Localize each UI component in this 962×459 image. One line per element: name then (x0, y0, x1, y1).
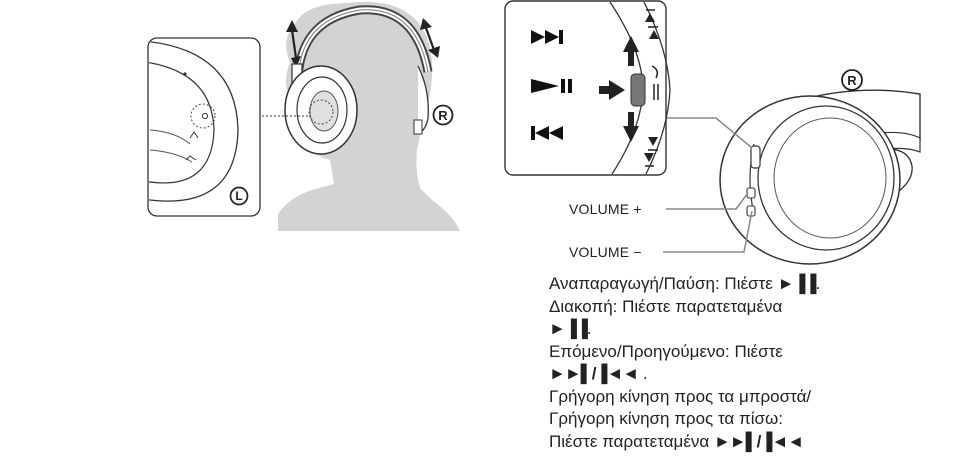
left-marker-text: L (235, 189, 242, 203)
headband-adjust-arrows (286, 18, 440, 68)
head-silhouette (278, 1, 460, 232)
right-marker-text: R (438, 108, 448, 123)
play-pause-icon (531, 79, 572, 93)
right-marker-inset-text: R (847, 73, 857, 88)
instruction-line: Γρήγορη κίνηση προς τα μπροστά/ (549, 386, 812, 406)
left-marker-icon (229, 186, 249, 206)
instruction-line: Επόμενο/Προηγούμενο: Πιέστε (549, 341, 783, 361)
instruction-line: ►►▌/▐◄◄ . (549, 364, 648, 383)
right-earcup-detail (719, 89, 921, 265)
instruction-line: Αναπαραγωγή/Παύση: Πιέστε ►▐▐. (549, 274, 821, 293)
instructions-text: Αναπαραγωγή/Παύση: Πιέστε ►▐▐. Διακοπή: … (549, 273, 949, 453)
instruction-line: ►▐▐. (549, 319, 592, 338)
right-earcup (413, 65, 429, 135)
right-marker-icon (432, 104, 454, 126)
instruction-line: Γρήγορη κίνηση προς τα πίσω: (549, 409, 783, 428)
left-earcup (284, 63, 358, 155)
volume-plus-leader (666, 192, 749, 210)
right-marker-inset-icon (841, 69, 863, 91)
previous-track-icon (531, 126, 563, 140)
volume-plus-label: VOLUME + (569, 201, 642, 217)
instruction-line: Πιέστε παρατεταμένα ►►▌/▐◄◄ (549, 431, 804, 451)
volume-minus-label: VOLUME − (569, 244, 642, 260)
volume-minus-leader (663, 210, 753, 253)
left-earcup-detail (147, 37, 261, 217)
next-track-icon (531, 30, 563, 44)
control-switch-detail (504, 0, 671, 176)
instruction-line: Διακοπή: Πιέστε παρατεταμένα (549, 296, 783, 316)
